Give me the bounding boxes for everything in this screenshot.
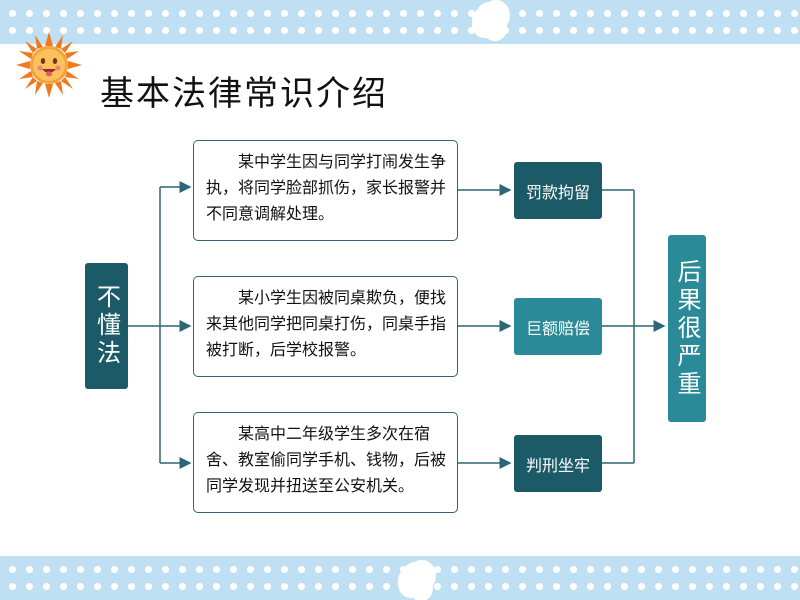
outcome-label: 后果很严重: [673, 258, 701, 399]
case-box-1: 某中学生因与同学打闹发生争执，将同学脸部抓伤，家长报警并不同意调解处理。: [193, 140, 458, 241]
case-box-2: 某小学生因被同桌欺负，便找来其他同学把同桌打伤，同桌手指被打断，后学校报警。: [193, 276, 458, 377]
penalty-box-3: 判刑坐牢: [514, 435, 602, 492]
top-cloud-decoration: [476, 2, 506, 36]
source-box: 不懂法: [85, 263, 128, 389]
source-label: 不懂法: [92, 284, 121, 368]
case-text-1: 某中学生因与同学打闹发生争执，将同学脸部抓伤，家长报警并不同意调解处理。: [206, 152, 447, 223]
top-dotted-band: [0, 0, 800, 44]
penalty-box-1: 罚款拘留: [514, 162, 602, 219]
bottom-cloud-decoration: [402, 562, 432, 596]
case-text-3: 某高中二年级学生多次在宿舍、教室偷同学手机、钱物，后被同学发现并扭送至公安机关。: [206, 424, 447, 495]
outcome-box: 后果很严重: [668, 235, 706, 422]
penalty-label-1: 罚款拘留: [525, 182, 590, 202]
sun-mascot-icon: [16, 32, 82, 98]
case-text-2: 某小学生因被同桌欺负，便找来其他同学把同桌打伤，同桌手指被打断，后学校报警。: [206, 288, 447, 359]
penalty-label-3: 判刑坐牢: [525, 455, 590, 475]
penalty-box-2: 巨额赔偿: [514, 298, 602, 355]
penalty-label-2: 巨额赔偿: [525, 318, 590, 338]
case-box-3: 某高中二年级学生多次在宿舍、教室偷同学手机、钱物，后被同学发现并扭送至公安机关。: [193, 412, 458, 513]
page-title: 基本法律常识介绍: [100, 74, 388, 114]
bottom-dotted-band: [0, 556, 800, 600]
